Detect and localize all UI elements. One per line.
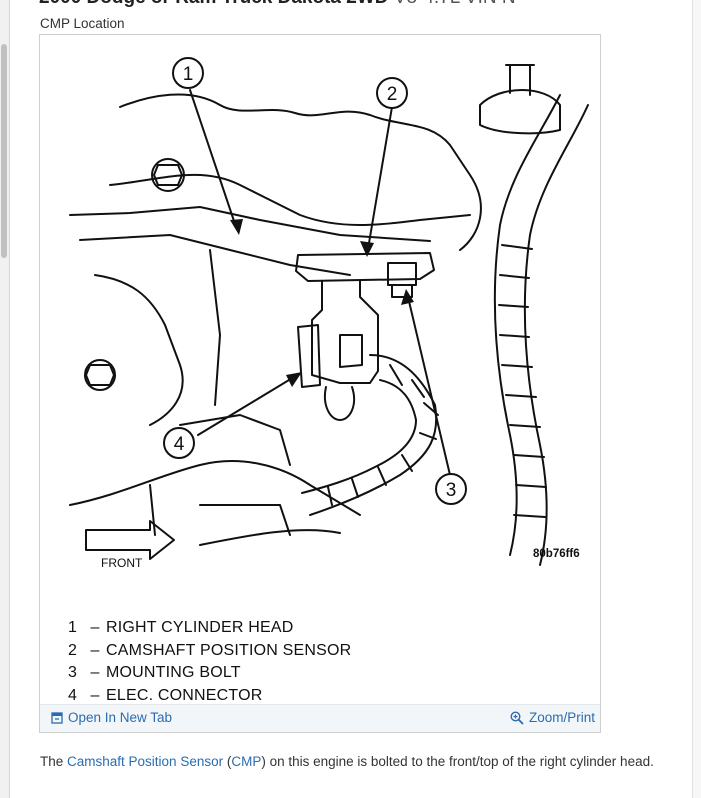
- page-title-tail: V8-4.7L VIN N: [394, 0, 516, 8]
- legend-text: CAMSHAFT POSITION SENSOR: [106, 641, 352, 659]
- sensor-connector: [297, 324, 363, 388]
- camshaft-position-sensor-link[interactable]: Camshaft Position Sensor: [67, 754, 224, 769]
- zoom-print-link[interactable]: Zoom/Print: [510, 710, 595, 725]
- cmp-location-diagram: 1 2 3 4: [69, 57, 589, 566]
- magnifier-plus-icon: [510, 710, 524, 725]
- legend-item: 3–MOUNTING BOLT: [68, 662, 351, 685]
- body-text-between: (: [223, 754, 232, 769]
- figure-legend: 1–RIGHT CYLINDER HEAD 2–CAMSHAFT POSITIO…: [68, 617, 351, 707]
- lower-block: [69, 460, 361, 516]
- legend-text: RIGHT CYLINDER HEAD: [106, 619, 294, 636]
- leader-3: [407, 296, 451, 476]
- head-contour-2: [209, 249, 221, 406]
- figure-reference-code: 80b76ff6: [533, 548, 580, 560]
- arrow-head-1: [230, 219, 243, 235]
- top-bracket: [479, 89, 561, 135]
- harness-lower-rings: [327, 364, 439, 506]
- body-text-before: The: [40, 754, 68, 769]
- mounting-bolt: [387, 262, 417, 298]
- legend-text: MOUNTING BOLT: [106, 664, 241, 681]
- wire-harness-right-outer: [493, 94, 561, 556]
- legend-item: 1–RIGHT CYLINDER HEAD: [68, 617, 351, 640]
- open-in-new-tab-link[interactable]: Open In New Tab: [51, 710, 172, 725]
- callout-3-circle: [435, 473, 467, 505]
- callout-4-circle: [163, 427, 195, 459]
- callout-2-label: 2: [387, 84, 398, 105]
- callout-1-circle: [172, 57, 204, 89]
- harness-rings: [498, 244, 547, 518]
- external-window-icon: [51, 711, 63, 724]
- leader-2: [367, 106, 393, 250]
- right-scrollbar[interactable]: [692, 0, 701, 798]
- legend-number: 1: [68, 619, 78, 636]
- legend-text: ELEC. CONNECTOR: [106, 686, 263, 704]
- body-paragraph: The Camshaft Position Sensor (CMP) on th…: [40, 752, 660, 772]
- legend-dash: –: [90, 619, 100, 636]
- left-scrollbar-thumb[interactable]: [1, 44, 7, 258]
- callout-2-circle: [376, 77, 408, 109]
- lower-block-2: [179, 414, 291, 466]
- legend-item: 4–ELEC. CONNECTOR: [68, 685, 351, 708]
- leader-4: [197, 376, 295, 436]
- arrow-head-4: [286, 372, 302, 387]
- callout-3-label: 3: [446, 480, 457, 501]
- harness-lower-inner: [301, 379, 417, 494]
- sensor-body: [311, 280, 379, 384]
- callout-1-label: 1: [183, 64, 194, 85]
- cmp-link[interactable]: CMP: [231, 754, 262, 769]
- open-in-new-tab-label: Open In New Tab: [68, 710, 173, 725]
- legend-dash: –: [90, 664, 100, 681]
- left-bolt-upper-hex: [153, 164, 183, 186]
- body-text-after: ) on this engine is bolted to the front/…: [261, 754, 654, 769]
- left-bolt-lower-hex: [85, 364, 115, 386]
- cylinder-head-edge: [69, 206, 431, 242]
- page-title-main: 2000 Dodge or Ram Truck Dakota 2WD: [39, 0, 389, 8]
- zoom-print-label: Zoom/Print: [528, 710, 595, 725]
- wire-harness-right-inner: [523, 104, 589, 566]
- left-bolt-upper: [151, 158, 185, 192]
- legend-number: 4: [68, 686, 78, 704]
- figure-caption: CMP Location: [40, 16, 125, 31]
- legend-number: 3: [68, 664, 78, 681]
- harness-lower-outer: [309, 354, 438, 516]
- lower-line: [199, 529, 341, 546]
- callout-4-label: 4: [174, 434, 185, 455]
- lower-block-3: [149, 484, 291, 536]
- engine-outline-upper: [109, 173, 471, 226]
- legend-number: 2: [68, 641, 78, 659]
- head-contour: [94, 274, 184, 426]
- arrow-head-2: [360, 241, 374, 257]
- engine-outline-top: [119, 93, 482, 251]
- leader-1: [189, 89, 237, 228]
- legend-item: 2–CAMSHAFT POSITION SENSOR: [68, 640, 351, 663]
- legend-dash: –: [90, 686, 100, 704]
- page-title: 2000 Dodge or Ram Truck Dakota 2WD V8-4.…: [39, 0, 516, 9]
- figure-footer: Open In New Tab Zoom/Print: [40, 704, 600, 732]
- connector-lead: [324, 386, 356, 421]
- sensor-flange: [295, 252, 435, 282]
- figure-box: 1 2 3 4 80b76ff6 FRONT 1–RIGHT CYLINDER …: [39, 34, 601, 733]
- arrow-head-3: [401, 289, 414, 305]
- header-band: 2000 Dodge or Ram Truck Dakota 2WD V8-4.…: [9, 0, 693, 10]
- cylinder-head-face: [79, 234, 351, 276]
- left-scrollbar[interactable]: [0, 0, 10, 798]
- front-arrow: [85, 520, 175, 560]
- front-label: FRONT: [101, 556, 143, 570]
- legend-dash: –: [90, 641, 100, 659]
